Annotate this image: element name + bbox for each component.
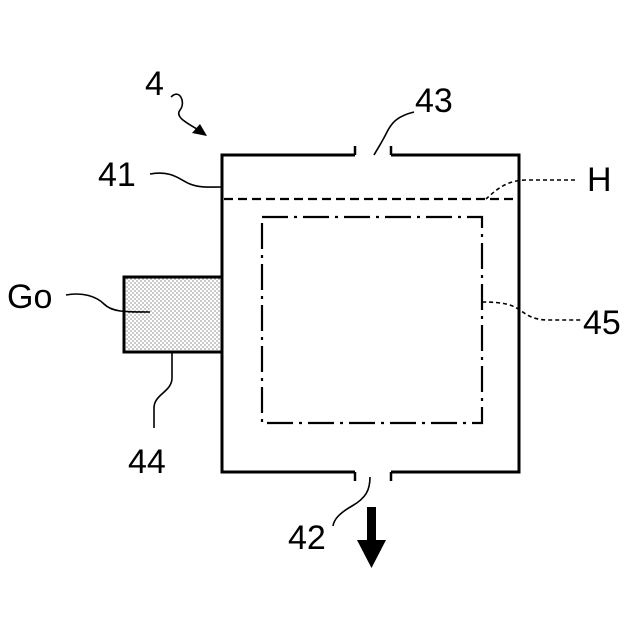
label-go: Go (7, 278, 52, 316)
leader-h (486, 180, 575, 199)
label-h: H (587, 161, 612, 199)
leader-4-arrowhead (192, 124, 207, 136)
container-41 (222, 146, 519, 481)
down-arrow-icon (357, 507, 386, 568)
label-41: 41 (98, 156, 136, 194)
inner-region-45 (262, 217, 482, 423)
leader-41 (150, 173, 222, 187)
gas-supply-block-44 (124, 277, 222, 352)
label-44: 44 (128, 443, 166, 481)
label-42: 42 (288, 519, 326, 557)
leader-42 (333, 477, 370, 526)
label-45: 45 (583, 304, 621, 342)
container-outline (222, 155, 519, 472)
label-4: 4 (145, 65, 164, 103)
leader-44 (154, 352, 172, 428)
leader-45 (482, 302, 582, 320)
label-43: 43 (415, 82, 453, 120)
leader-43 (374, 112, 414, 155)
